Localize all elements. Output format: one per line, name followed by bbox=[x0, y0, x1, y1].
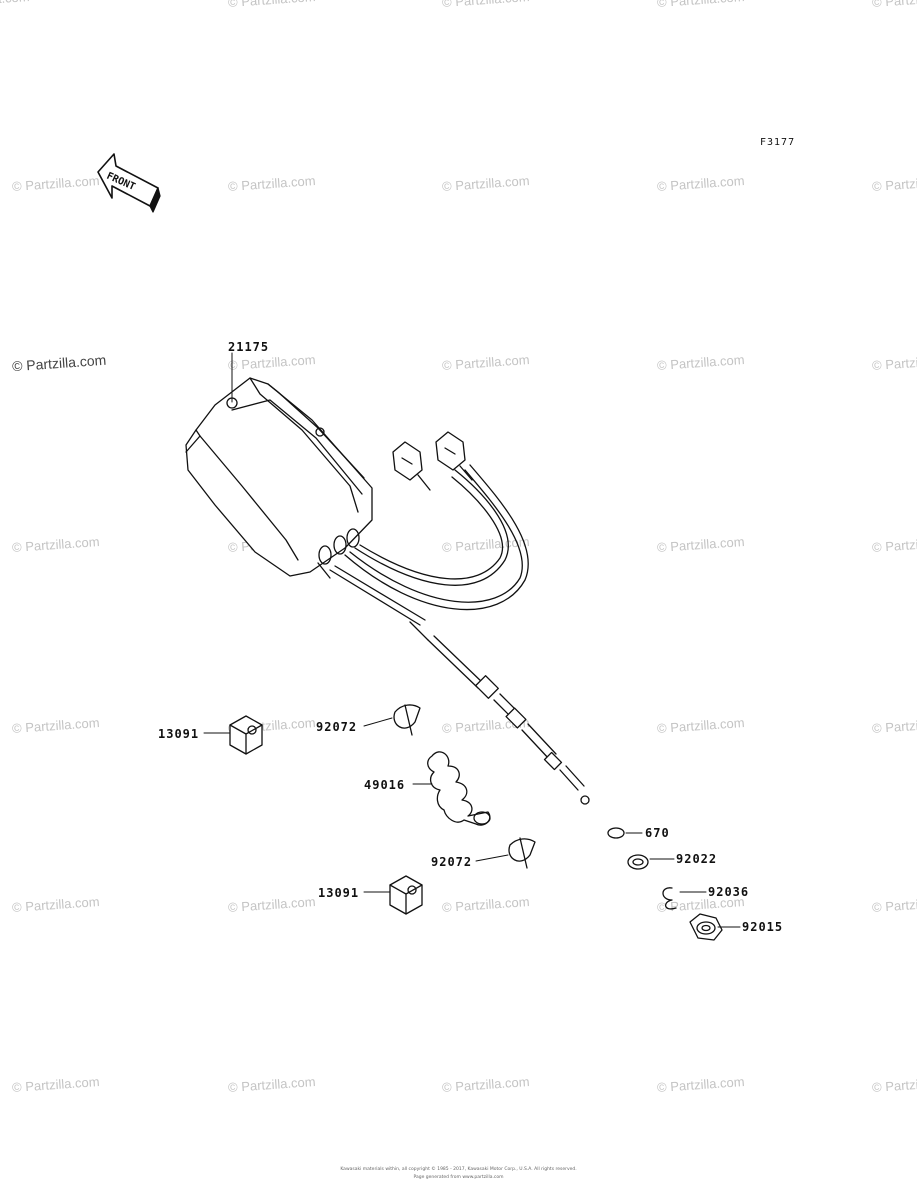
part-label-92036[interactable]: 92036 bbox=[708, 885, 750, 899]
part-label-92015[interactable]: 92015 bbox=[742, 920, 784, 934]
front-arrow-icon: FRONT bbox=[97, 153, 161, 213]
cable-block-upper bbox=[229, 715, 263, 755]
part-label-670[interactable]: 670 bbox=[645, 826, 670, 840]
washer bbox=[627, 854, 649, 870]
boot bbox=[427, 751, 491, 826]
source-line: Page generated from www.partzilla.com bbox=[413, 1175, 504, 1180]
diagram-code: F3177 bbox=[760, 137, 796, 148]
part-label-49016[interactable]: 49016 bbox=[364, 778, 406, 792]
copyright-line: Kawasaki materials within, all copyright… bbox=[340, 1167, 577, 1172]
part-label-92022[interactable]: 92022 bbox=[676, 852, 718, 866]
leader-lines bbox=[203, 352, 741, 928]
control-cable bbox=[409, 621, 590, 805]
clamp-upper bbox=[393, 704, 421, 736]
wire-harness bbox=[329, 431, 529, 626]
o-ring bbox=[607, 827, 625, 839]
part-label-13091-upper[interactable]: 13091 bbox=[158, 727, 200, 741]
clamp-lower bbox=[508, 837, 536, 869]
part-label-13091-lower[interactable]: 13091 bbox=[318, 886, 360, 900]
connector-2 bbox=[435, 431, 473, 481]
control-module bbox=[185, 377, 373, 579]
part-label-92072-upper[interactable]: 92072 bbox=[316, 720, 358, 734]
part-label-21175[interactable]: 21175 bbox=[228, 340, 270, 354]
nut bbox=[689, 913, 723, 941]
connector-1 bbox=[392, 441, 431, 491]
cable-block-lower bbox=[389, 875, 423, 915]
spring-clip bbox=[662, 887, 677, 910]
part-label-92072-lower[interactable]: 92072 bbox=[431, 855, 473, 869]
